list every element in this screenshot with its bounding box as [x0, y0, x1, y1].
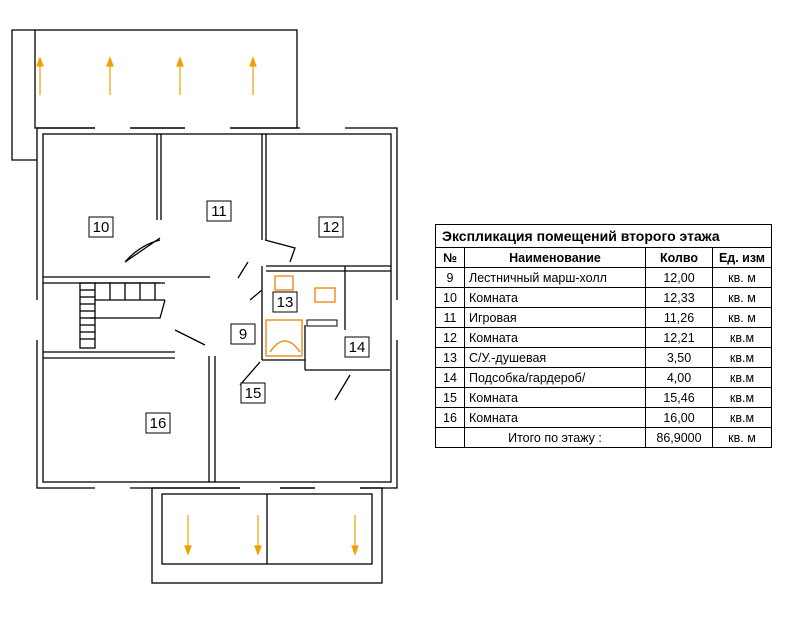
- header-name: Наименование: [464, 247, 646, 268]
- room-11-badge: [206, 200, 232, 222]
- room-9-number: 9: [239, 326, 247, 343]
- outer-wall: [36, 127, 398, 489]
- room-10-badge: [88, 216, 114, 238]
- total-row: Итого по этажу : 86,9000 кв. м: [435, 427, 772, 448]
- cell-qty: 16,00: [645, 407, 713, 428]
- room-16-number: 16: [150, 415, 167, 432]
- cell-unit: кв.м: [712, 387, 772, 408]
- cell-unit: кв.м: [712, 327, 772, 348]
- cell-num: 14: [435, 367, 465, 388]
- cell-num: 12: [435, 327, 465, 348]
- total-qty: 86,9000: [645, 427, 713, 448]
- cell-qty: 12,21: [645, 327, 713, 348]
- cell-unit: кв.м: [712, 347, 772, 368]
- cell-qty: 15,46: [645, 387, 713, 408]
- shower-tray-icon: [265, 319, 303, 357]
- cell-qty: 12,33: [645, 287, 713, 308]
- cell-name: Комната: [464, 287, 646, 308]
- cell-qty: 12,00: [645, 267, 713, 288]
- cell-qty: 4,00: [645, 367, 713, 388]
- cell-num: 13: [435, 347, 465, 368]
- room-15-number: 15: [245, 385, 262, 402]
- room-16-badge: [145, 412, 171, 434]
- cell-unit: кв. м: [712, 287, 772, 308]
- toilet-icon: [314, 287, 336, 303]
- inner-outline: [42, 133, 392, 483]
- room-12-badge: [318, 216, 344, 238]
- bathroom-fixtures: [265, 275, 336, 357]
- staircase: [79, 282, 96, 349]
- floor-plan: 10 11 12 13 9 14 15 16: [11, 29, 399, 584]
- room-9-badge: [230, 323, 256, 345]
- room-labels: 10 11 12 13 9 14 15 16: [88, 200, 370, 434]
- cell-name: С/У.-душевая: [464, 347, 646, 368]
- direction-arrows: [36, 56, 359, 556]
- cell-name: Комната: [464, 387, 646, 408]
- header-qty: Колво: [645, 247, 713, 268]
- cell-unit: кв. м: [712, 307, 772, 328]
- total-unit: кв. м: [712, 427, 772, 448]
- cell-unit: кв.м: [712, 367, 772, 388]
- cell-name: Игровая: [464, 307, 646, 328]
- cell-qty: 11,26: [645, 307, 713, 328]
- top-balcony-return: [11, 29, 37, 161]
- table-title: Экспликация помещений второго этажа: [435, 224, 772, 248]
- cell-name: Комната: [464, 327, 646, 348]
- cell-num: 9: [435, 267, 465, 288]
- header-unit: Ед. изм: [712, 247, 772, 268]
- sink-icon: [274, 275, 294, 291]
- cell-name: Комната: [464, 407, 646, 428]
- room-11-number: 11: [211, 203, 227, 220]
- cell-unit: кв. м: [712, 267, 772, 288]
- cell-num: 11: [435, 307, 465, 328]
- cell-unit: кв.м: [712, 407, 772, 428]
- room-15-badge: [240, 382, 266, 404]
- room-10-number: 10: [93, 219, 110, 236]
- top-balcony: [34, 29, 298, 129]
- total-label: Итого по этажу :: [464, 427, 646, 448]
- cell-num: 16: [435, 407, 465, 428]
- room-13-badge: [272, 291, 298, 313]
- room-14-badge: [344, 336, 370, 358]
- cell-qty: 3,50: [645, 347, 713, 368]
- room-13-number: 13: [277, 294, 294, 311]
- cell-num: 10: [435, 287, 465, 308]
- cell-num: 15: [435, 387, 465, 408]
- cell-name: Подсобка/гардероб/: [464, 367, 646, 388]
- cell-name: Лестничный марш-холл: [464, 267, 646, 288]
- walls: [11, 29, 399, 584]
- room-12-number: 12: [323, 219, 340, 236]
- header-num: №: [435, 247, 465, 268]
- room-schedule-table: Экспликация помещений второго этажа № На…: [435, 224, 772, 448]
- room-14-number: 14: [349, 339, 366, 356]
